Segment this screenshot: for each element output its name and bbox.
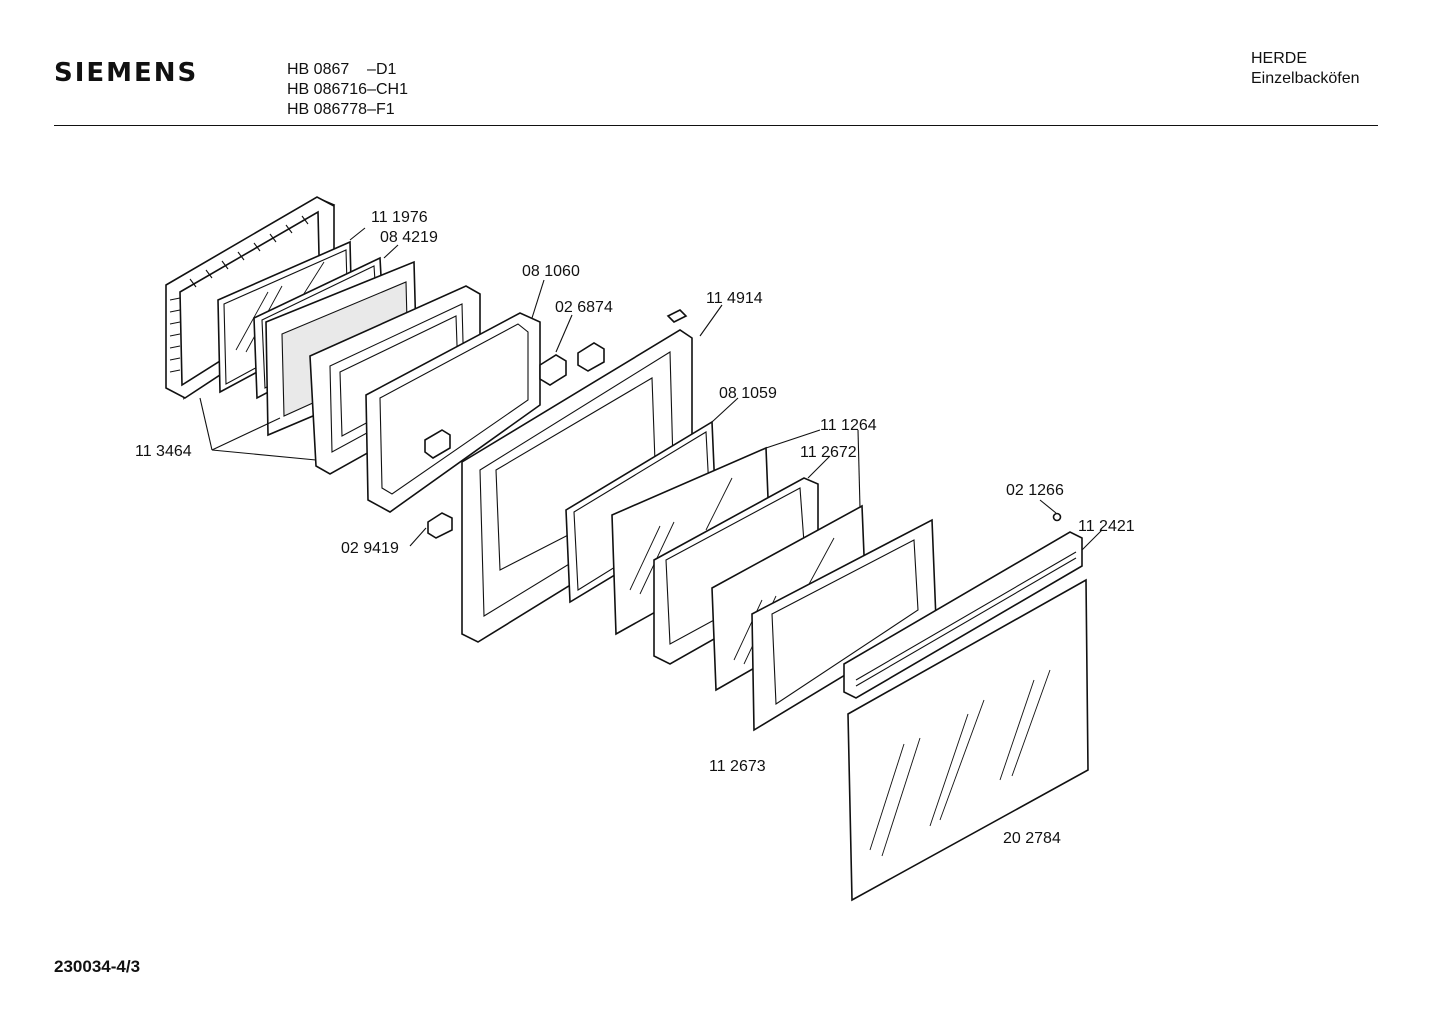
leader-lines <box>199 227 1103 551</box>
part-label: 11 3464 <box>135 443 192 460</box>
model-list: HB 0867 –D1 HB 086716–CH1 HB 086778–F1 <box>287 60 408 120</box>
part-label: 11 2421 <box>1078 518 1135 535</box>
header-rule <box>54 125 1378 126</box>
category-block: HERDE Einzelbacköfen <box>1251 49 1360 89</box>
category-title: HERDE <box>1251 50 1308 67</box>
model-number: HB 086716–CH1 <box>287 81 408 98</box>
part-label: 08 1060 <box>522 263 580 280</box>
part-label: 02 9419 <box>341 540 399 557</box>
part-label: 02 6874 <box>555 299 613 316</box>
model-number: HB 086778–F1 <box>287 101 395 118</box>
part-label: 20 2784 <box>1003 830 1061 847</box>
brand-logo: SIEMENS <box>54 58 199 88</box>
document-code: 230034-4/3 <box>54 957 141 976</box>
category-subtitle: Einzelbacköfen <box>1251 70 1360 87</box>
part-label: 08 4219 <box>380 229 438 246</box>
part-label: 02 1266 <box>1006 482 1064 499</box>
part-label: 11 2673 <box>709 758 766 775</box>
part-label: 11 2672 <box>800 444 857 461</box>
part-label: 08 1059 <box>719 385 777 402</box>
part-label: 11 1264 <box>820 417 877 434</box>
model-number: HB 0867 –D1 <box>287 61 397 78</box>
silicone-gasket <box>365 312 541 513</box>
part-label: 11 1976 <box>371 209 428 226</box>
part-label: 11 4914 <box>706 290 763 307</box>
screw <box>1052 512 1062 522</box>
door-handle-rail <box>843 531 1083 699</box>
outer-glass-panel <box>847 578 1089 902</box>
